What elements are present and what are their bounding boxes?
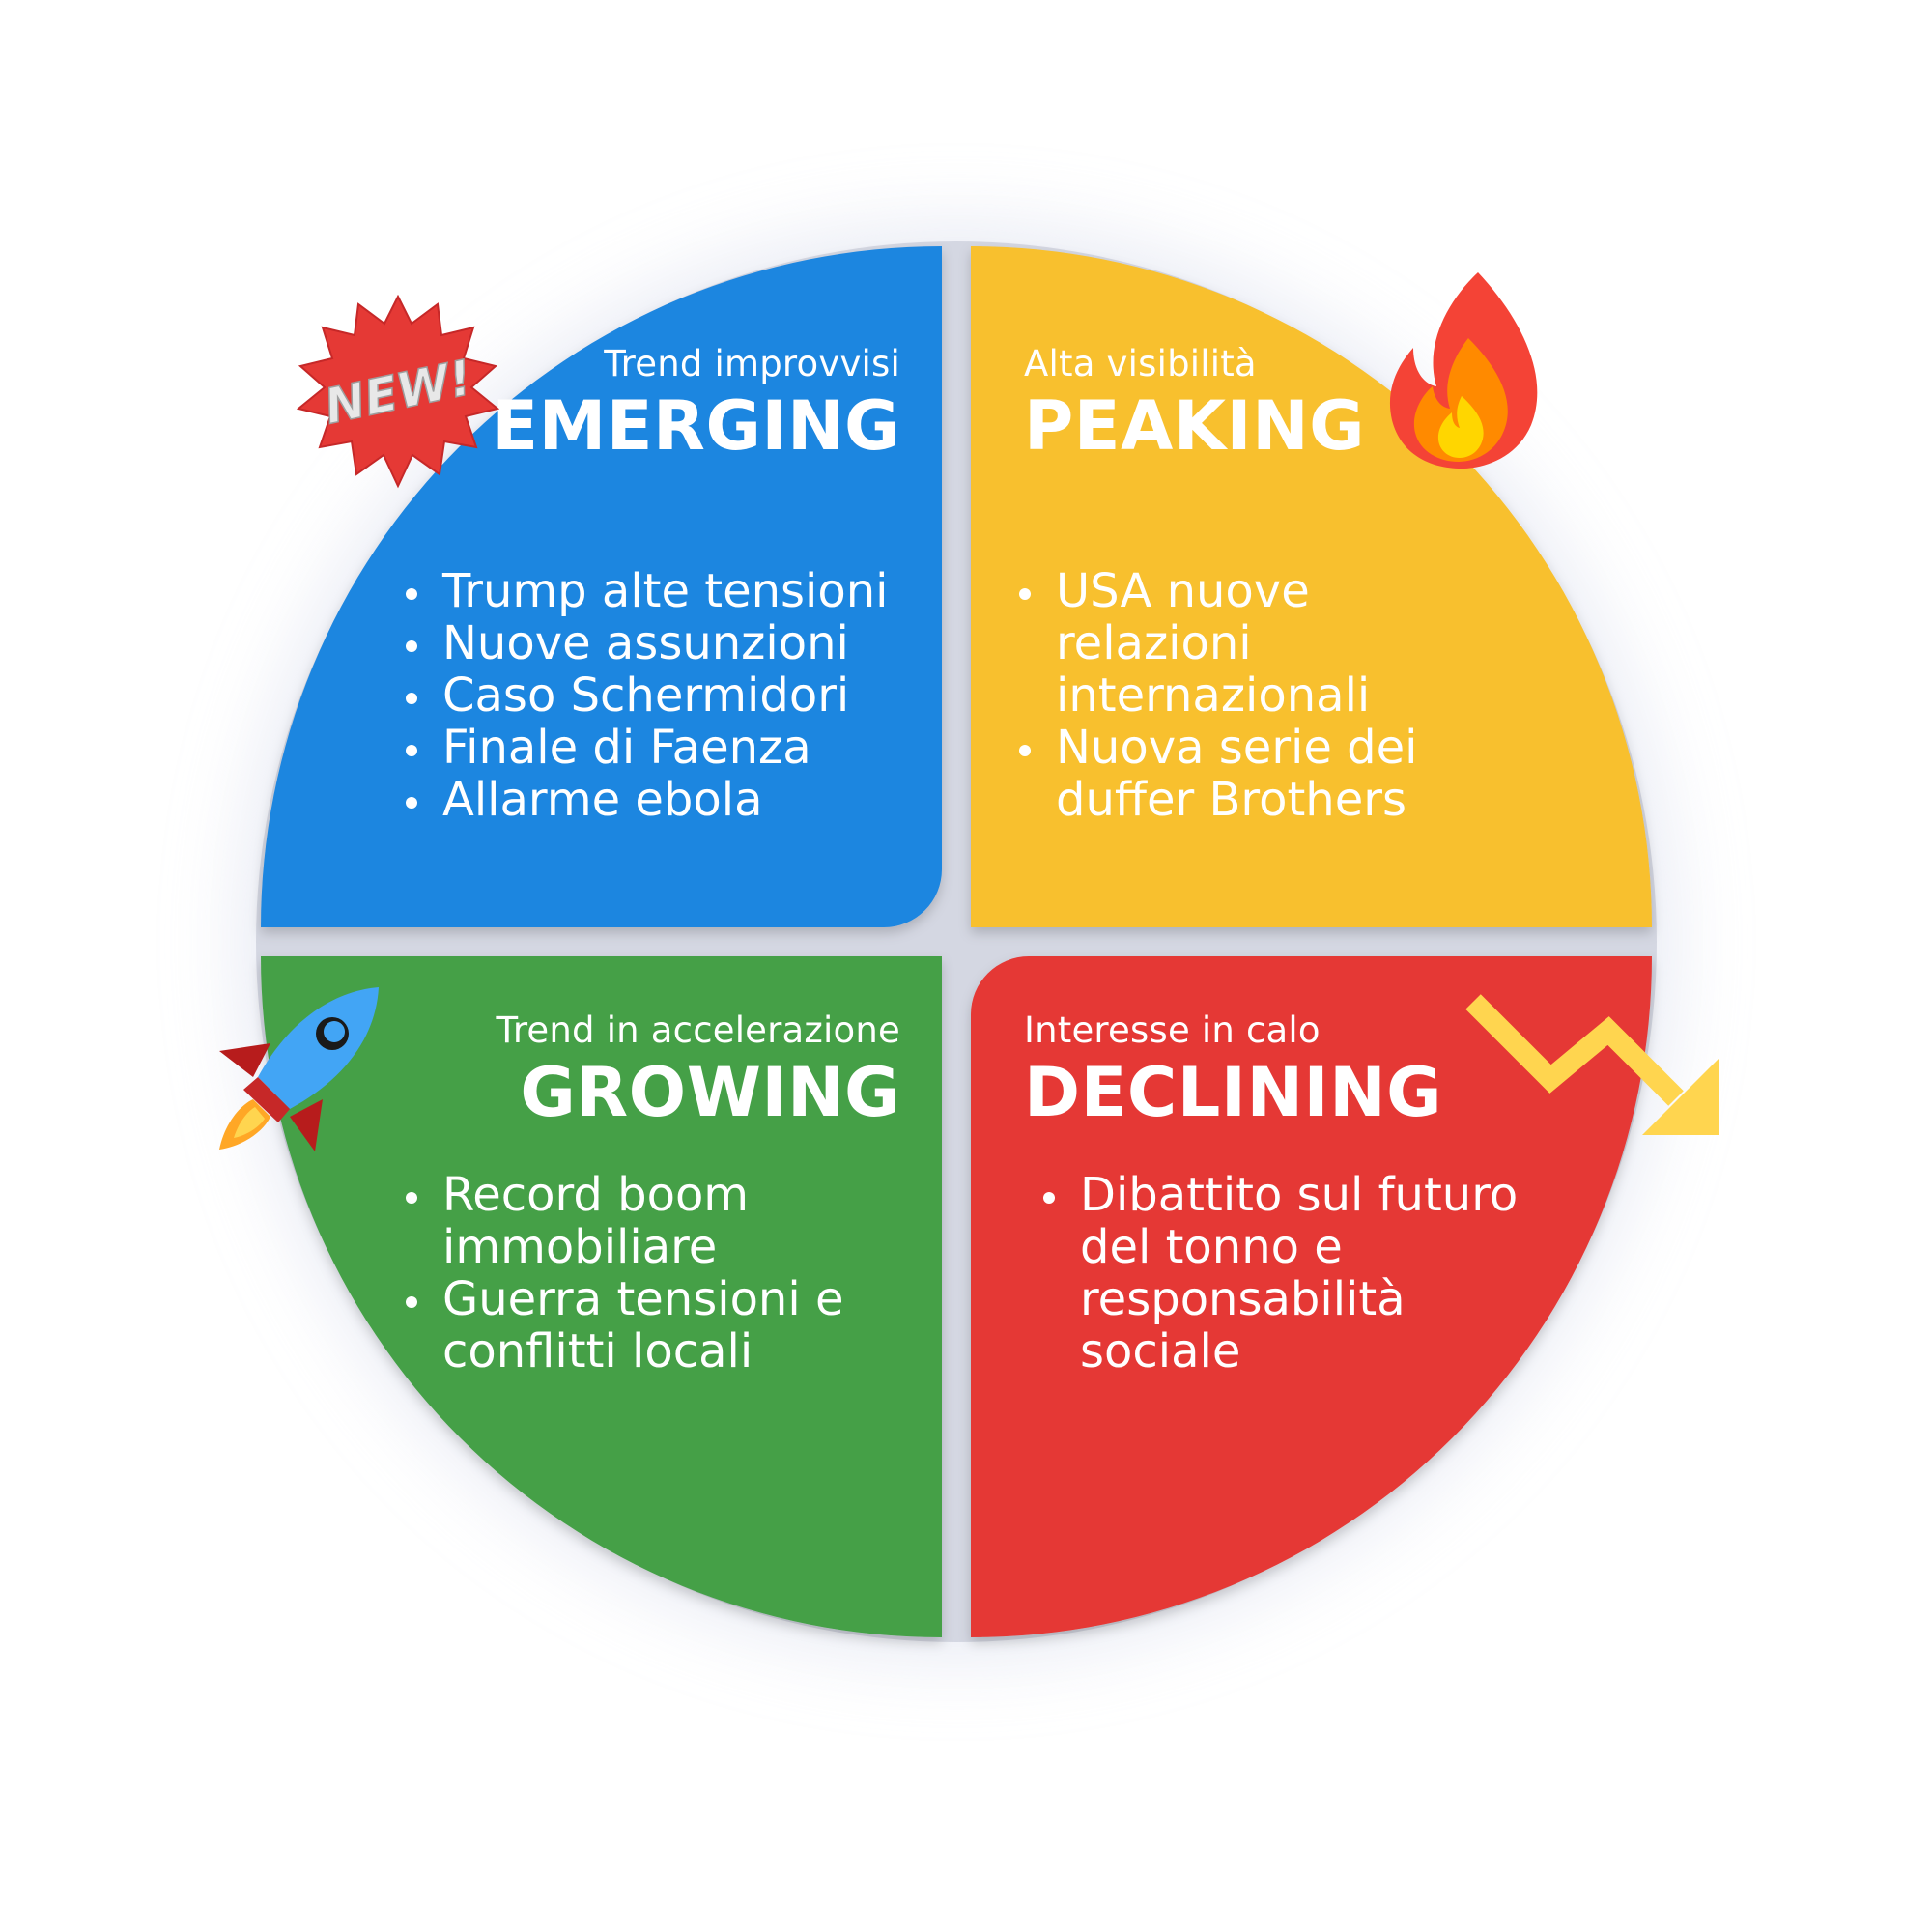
emerging-subtitle: Trend improvvisi [604, 343, 900, 384]
list-item: Caso Schermidori [406, 669, 927, 722]
peaking-quadrant [971, 246, 1652, 927]
growing-subtitle: Trend in accelerazione [496, 1009, 900, 1051]
peaking-subtitle: Alta visibilità [1024, 343, 1257, 384]
list-item: Allarme ebola [406, 774, 927, 826]
fire-icon [1386, 270, 1541, 469]
list-item: Finale di Faenza [406, 722, 927, 774]
declining-title: DECLINING [1024, 1053, 1443, 1132]
list-item: Guerra tensioni e conflitti locali [406, 1273, 889, 1378]
new-badge-icon: NEW! [295, 294, 502, 493]
list-item: Dibattito sul futuro del tonno e respons… [1043, 1169, 1546, 1378]
emerging-list: Trump alte tensioni Nuove assunzioni Cas… [406, 565, 927, 826]
growing-list: Record boom immobiliare Guerra tensioni … [406, 1169, 889, 1378]
list-item: Nuova serie dei duffer Brothers [1019, 722, 1444, 826]
trend-down-arrow-icon [1463, 990, 1724, 1159]
growing-title: GROWING [520, 1053, 900, 1132]
declining-list: Dibattito sul futuro del tonno e respons… [1043, 1169, 1546, 1378]
emerging-quadrant [261, 246, 942, 927]
list-item: Record boom immobiliare [406, 1169, 889, 1273]
list-item: USA nuove relazioni internazionali [1019, 565, 1444, 722]
rocket-icon [214, 985, 384, 1154]
list-item: Nuove assunzioni [406, 617, 927, 669]
declining-quadrant [971, 956, 1652, 1637]
growing-quadrant [261, 956, 942, 1637]
peaking-list: USA nuove relazioni internazionali Nuova… [1019, 565, 1444, 826]
emerging-title: EMERGING [492, 386, 900, 466]
list-item: Trump alte tensioni [406, 565, 927, 617]
peaking-title: PEAKING [1024, 386, 1366, 466]
declining-subtitle: Interesse in calo [1024, 1009, 1321, 1051]
